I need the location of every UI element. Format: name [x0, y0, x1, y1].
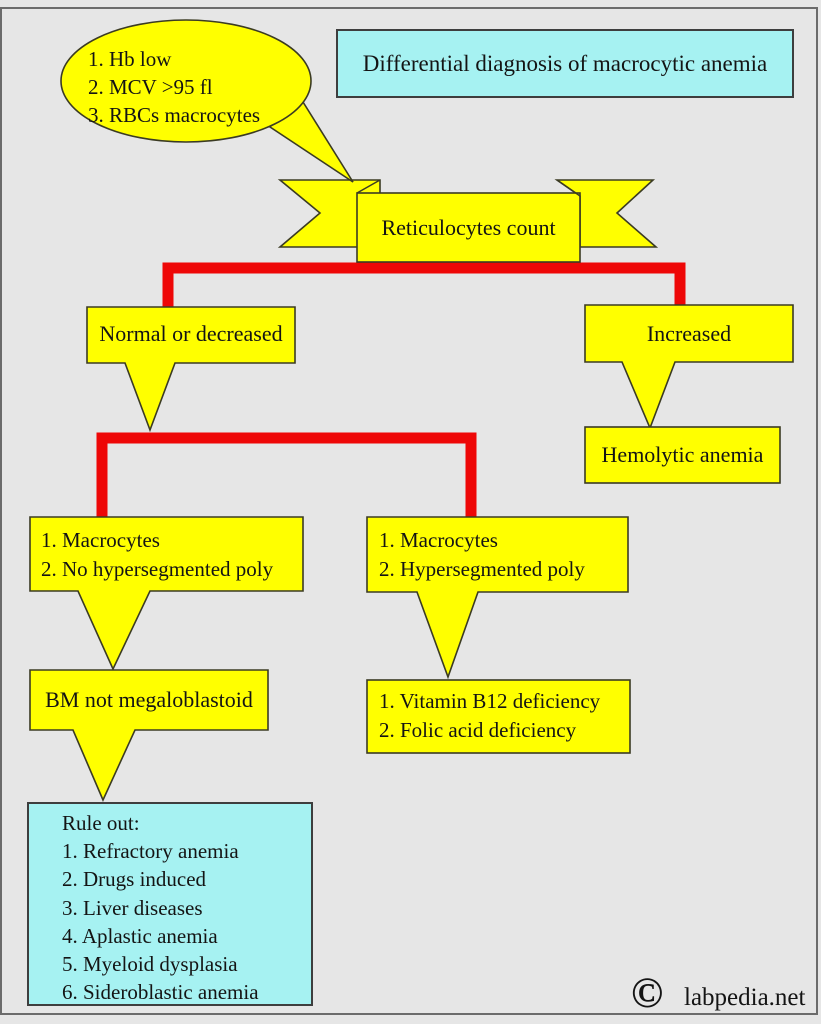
hemolytic-anemia-label: Hemolytic anemia — [601, 442, 764, 467]
node-bm-not-megaloblastoid — [29, 669, 269, 802]
normal-or-decreased-label: Normal or decreased — [99, 321, 283, 346]
node-increased — [584, 304, 794, 431]
connector-normal-branches — [96, 432, 477, 519]
copyright-icon: © — [631, 970, 664, 1017]
title-box — [336, 29, 794, 98]
macrocytes-no-hyperseg-text: 1. Macrocytes 2. No hypersegmented poly — [41, 528, 274, 581]
increased-label: Increased — [646, 320, 732, 346]
findings-bubble-text: 1. Hb low 2. MCV >95 fl 3. RBCs macrocyt… — [88, 47, 261, 127]
node-rule-out — [27, 802, 313, 1006]
site-name: labpedia.net — [684, 984, 806, 1011]
node-deficiencies — [366, 679, 631, 754]
ribbon-banner — [356, 192, 581, 263]
rule-out-text: Rule out: 1. Refractory anemia 2. Drugs … — [62, 811, 259, 1005]
deficiencies-text: 1. Vitamin B12 deficiency 2. Folic acid … — [379, 689, 601, 742]
ribbon-right-fold — [556, 179, 581, 197]
node-macrocytes-hyperseg — [366, 516, 629, 680]
bm-not-megaloblastoid-label: BM not megaloblastoid — [45, 687, 253, 712]
node-hemolytic-anemia — [584, 426, 781, 484]
connector-reticulocytes-branches — [162, 262, 686, 307]
macrocytes-hyperseg-text: 1. Macrocytes 2. Hypersegmented poly — [379, 528, 585, 581]
ribbon-left-flag — [277, 179, 381, 248]
node-macrocytes-no-hyperseg — [29, 516, 304, 671]
page-title: Differential diagnosis of macrocytic ane… — [362, 50, 768, 76]
node-normal-or-decreased — [86, 306, 296, 433]
ribbon-label: Reticulocytes count — [381, 214, 556, 240]
ribbon-left-fold — [356, 179, 381, 194]
findings-bubble — [60, 19, 312, 143]
